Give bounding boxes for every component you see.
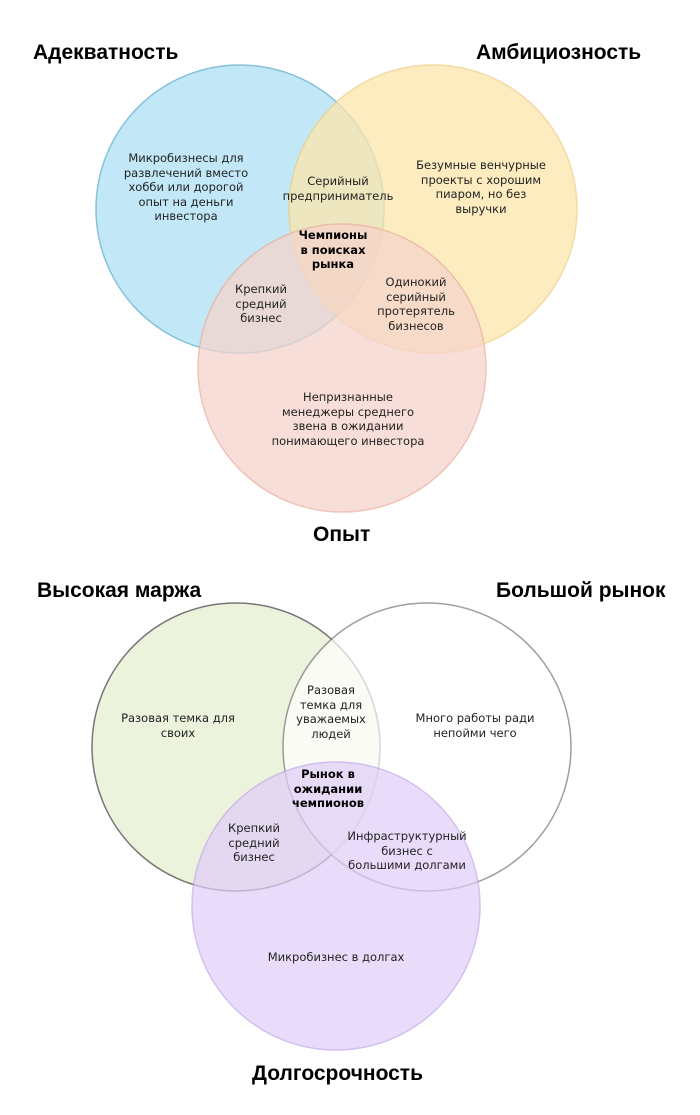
venn-diagram-2 [91, 602, 572, 1051]
set-label-experience: Опыт [313, 523, 371, 546]
region-market-longterm: Инфраструктурный бизнес с большими долга… [347, 829, 467, 872]
region-ambition-experience: Одинокий серийный протерятель бизнесов [377, 275, 455, 333]
region-margin-market: Разовая темка для уважаемых людей [296, 683, 366, 741]
circle-experience [197, 223, 487, 513]
set-label-ambition: Амбициозность [476, 41, 642, 64]
region-long-term-only: Микробизнес в долгах [267, 950, 405, 964]
region-adequacy-ambition: Серийный предприниматель [282, 174, 394, 203]
circle-long-term [191, 761, 481, 1051]
set-label-adequacy: Адекватность [33, 41, 179, 64]
region-adequacy-experience: Крепкий средний бизнес [235, 282, 287, 325]
set-label-long-term: Долгосрочность [252, 1062, 423, 1085]
region-all-three-market: Рынок в ожидании чемпионов [291, 767, 365, 810]
region-adequacy-only: Микробизнесы для развлечений вместо хобб… [123, 151, 249, 223]
venn-diagram-1 [95, 64, 578, 513]
set-label-big-market: Большой рынок [496, 579, 666, 602]
region-ambition-only: Безумные венчурные проекты с хорошим пиа… [416, 158, 546, 216]
region-big-market-only: Много работы ради непойми чего [415, 711, 535, 740]
set-label-high-margin: Высокая маржа [37, 579, 202, 602]
region-all-three: Чемпионы в поисках рынка [298, 228, 368, 271]
region-experience-only: Непризнанные менеджеры среднего звена в … [271, 390, 425, 448]
region-margin-longterm: Крепкий средний бизнес [228, 821, 280, 864]
region-high-margin-only: Разовая темка для своих [121, 711, 235, 740]
